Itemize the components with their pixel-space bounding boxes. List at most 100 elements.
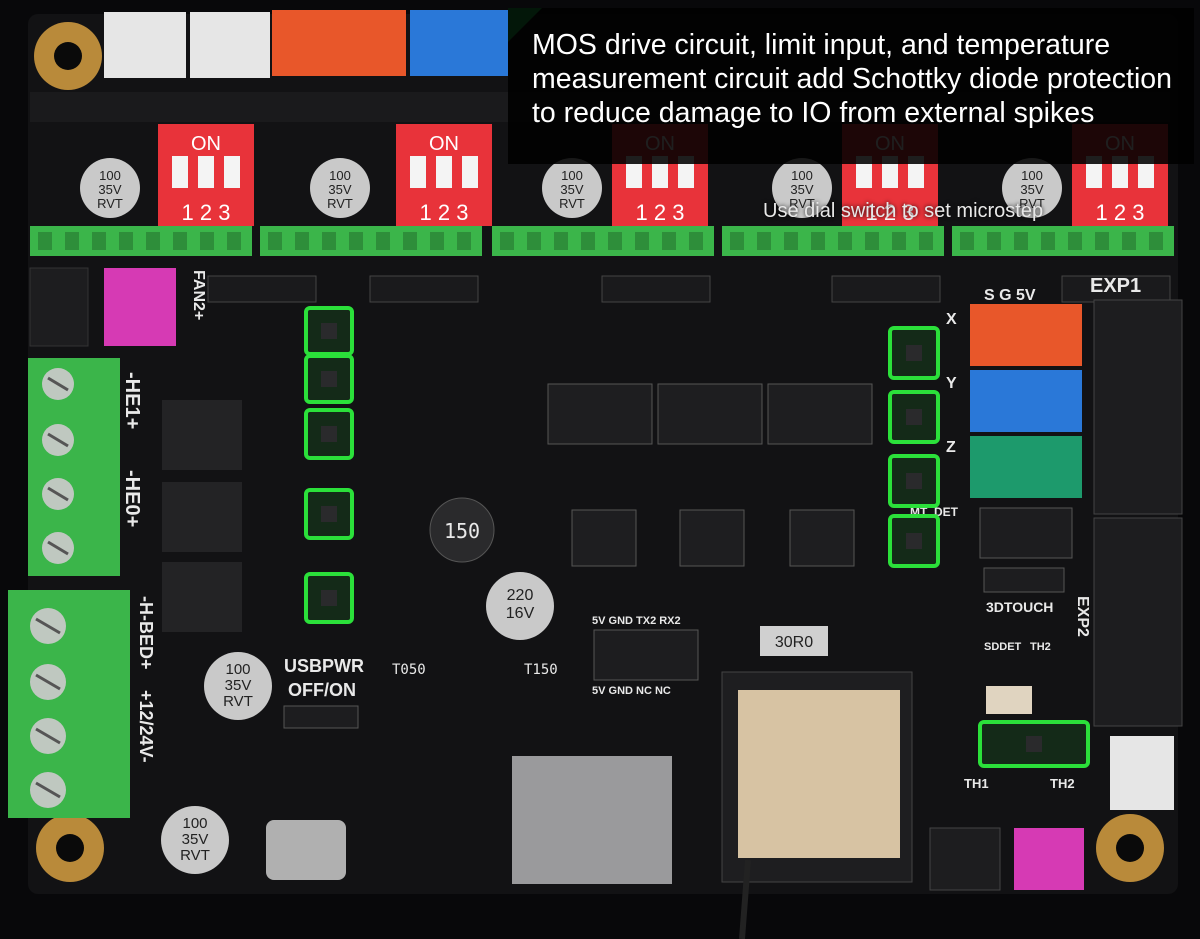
- exp2-label: EXP2: [1074, 596, 1091, 637]
- inductor: 150: [429, 497, 495, 563]
- heater-terminal: [28, 358, 120, 576]
- capacitor-usb: 100 35V RVT: [204, 652, 272, 720]
- 3dtouch-header: [983, 567, 1065, 593]
- jst-white-right: [1110, 736, 1174, 810]
- driver-ic-1: [547, 383, 653, 445]
- fan2-label: FAN2+: [190, 270, 207, 320]
- driver-cap-brand: RVT: [1019, 196, 1045, 211]
- uart2-label: 5V GND NC NC: [592, 685, 671, 697]
- z-endstop-connector: [970, 436, 1082, 498]
- shunt-resistor: [760, 626, 828, 656]
- jst-blue-top: [410, 10, 508, 76]
- uart-header: [593, 629, 699, 681]
- driver-cap-brand: RVT: [97, 196, 123, 211]
- driver-cap-value: 100: [1021, 168, 1043, 183]
- qfn-chip-3: [789, 509, 855, 567]
- dip-number-label: 1 2 3: [1096, 200, 1145, 225]
- thermistor-connector-2: [1014, 828, 1084, 890]
- exp2-header: [1093, 517, 1183, 727]
- th2-small-label: TH2: [1030, 641, 1051, 653]
- driver-cap-brand: RVT: [327, 196, 353, 211]
- microstep-note: Use dial switch to set microstep: [763, 200, 1044, 222]
- sd-card-slot: [512, 756, 672, 884]
- driver-ic-3: [767, 383, 873, 445]
- driver-cap-voltage: 35V: [328, 182, 351, 197]
- reset-button: [986, 686, 1032, 714]
- t150-label: T150: [524, 662, 558, 678]
- mosfet-3: [162, 562, 242, 632]
- dip-number-label: 1 2 3: [182, 200, 231, 225]
- th2-label: TH2: [1050, 776, 1075, 791]
- th1-label: TH1: [964, 776, 989, 791]
- x-label: X: [946, 311, 957, 328]
- qfn-chip-2: [679, 509, 745, 567]
- jst-orange-top: [272, 10, 406, 76]
- z-label: Z: [946, 439, 956, 456]
- driver-cap-brand: RVT: [789, 196, 815, 211]
- driver-cap-value: 100: [561, 168, 583, 183]
- y-label: Y: [946, 375, 957, 392]
- usbpwr-jumper: [283, 705, 359, 729]
- resistor-label: 30R0: [775, 634, 813, 651]
- mounting-hole-bl: [36, 814, 104, 882]
- thermistor-connector-1: [929, 827, 1001, 891]
- svg-text:35V: 35V: [225, 677, 252, 694]
- driver-cap-value: 100: [791, 168, 813, 183]
- exp1-header: [1093, 299, 1183, 515]
- qfn-chip-1: [571, 509, 637, 567]
- sg5v-label: S G 5V: [984, 287, 1036, 304]
- svg-text:150: 150: [444, 519, 480, 543]
- mounting-hole-tl: [34, 22, 102, 90]
- dip-on-label: ON: [429, 133, 459, 155]
- wifi-shield: [738, 690, 900, 858]
- capacitor-220uf: 220 16V: [486, 572, 554, 640]
- bed-power-terminal: [8, 590, 130, 818]
- jst-white-1: [104, 12, 186, 78]
- capacitor-bottom: 100 35V RVT: [161, 806, 229, 874]
- fan1-connector: [29, 267, 89, 347]
- dip-number-label: 1 2 3: [866, 200, 915, 225]
- driver-cap-voltage: 35V: [560, 182, 583, 197]
- driver-cap-voltage: 35V: [790, 182, 813, 197]
- svg-text:35V: 35V: [182, 831, 209, 848]
- x-endstop-connector: [970, 304, 1082, 366]
- driver-cap-voltage: 35V: [98, 182, 121, 197]
- usbpwr-label: USBPWR: [284, 656, 364, 676]
- svg-text:100: 100: [182, 815, 207, 832]
- dip-on-label: ON: [191, 133, 221, 155]
- power-label: +12/24V-: [136, 690, 156, 763]
- mosfet-1: [162, 400, 242, 470]
- jst-white-2: [190, 12, 270, 78]
- t050-label: T050: [392, 662, 426, 678]
- mosfet-2: [162, 482, 242, 552]
- he1-label: -HE1+: [121, 372, 143, 429]
- svg-text:16V: 16V: [506, 605, 535, 622]
- mounting-hole-br: [1096, 814, 1164, 882]
- exp1-label: EXP1: [1090, 275, 1141, 297]
- svg-text:220: 220: [507, 587, 534, 604]
- motor-terminal: [722, 226, 944, 256]
- motor-terminal: [30, 226, 252, 256]
- uart-label: 5V GND TX2 RX2: [592, 615, 681, 627]
- svg-text:100: 100: [225, 661, 250, 678]
- y-endstop-connector: [970, 370, 1082, 432]
- 3dtouch-label: 3DTOUCH: [986, 599, 1053, 615]
- driver-cap-value: 100: [99, 168, 121, 183]
- he0-label: -HE0+: [121, 470, 143, 527]
- dip-number-label: 1 2 3: [636, 200, 685, 225]
- driver-cap-brand: RVT: [559, 196, 585, 211]
- svg-text:RVT: RVT: [180, 847, 210, 864]
- offon-label: OFF/ON: [288, 680, 356, 700]
- motor-terminal: [952, 226, 1174, 256]
- motor-terminal: [492, 226, 714, 256]
- svg-text:RVT: RVT: [223, 693, 253, 710]
- bed-label: -H-BED+: [136, 596, 156, 670]
- dip-number-label: 1 2 3: [420, 200, 469, 225]
- mtdet-connector: [979, 507, 1073, 559]
- usb-c-port: [266, 820, 346, 880]
- driver-cap-voltage: 35V: [1020, 182, 1043, 197]
- fan2-connector: [104, 268, 176, 346]
